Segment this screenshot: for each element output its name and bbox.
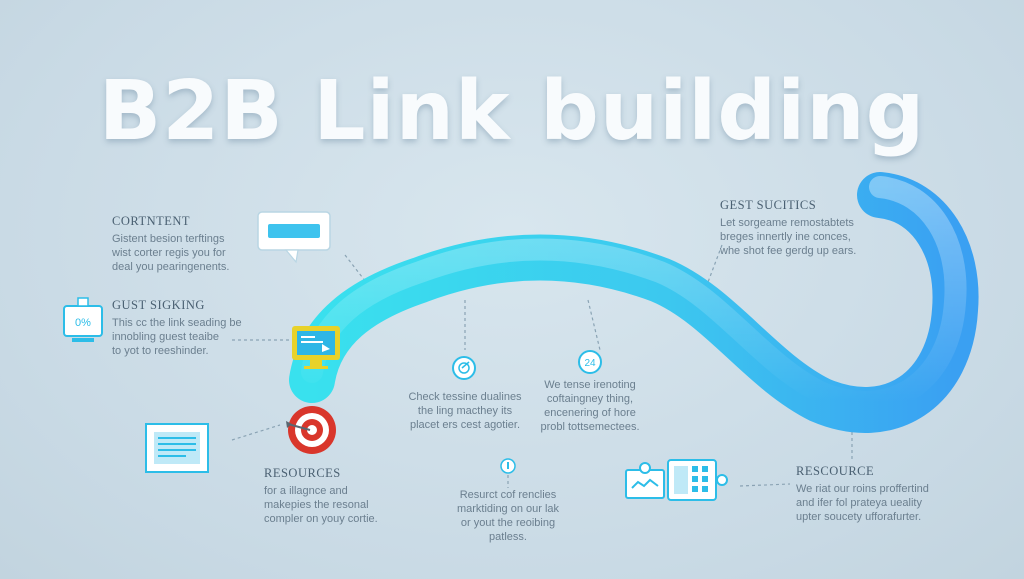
connector-success — [704, 244, 723, 291]
desktop-monitor-icon — [292, 326, 340, 369]
guest-signing-line: innobling guest teaibe — [112, 331, 220, 343]
puzzle-icon — [625, 462, 665, 499]
content-line: deal you pearingenents. — [112, 261, 230, 273]
content-line: Gistent besion terftings — [112, 233, 225, 245]
resurct-line: or yout the reoibing — [460, 517, 556, 529]
resources-left-line: compler on youy cortie. — [264, 513, 378, 525]
resource-right-heading: RESCOURCE — [796, 464, 875, 478]
connector-resource-right — [739, 483, 791, 487]
monitor-percent-icon: 0% — [63, 297, 103, 342]
guest-success-line: Let sorgeame remostabtets — [720, 217, 854, 229]
chat-bubble-icon — [257, 211, 331, 264]
resource-right-block: RESCOURCE We riat our roins proffertind … — [796, 464, 929, 524]
journey-path — [289, 172, 979, 433]
we-tense-line: probl tottsemectees. — [540, 421, 640, 433]
resource-right-line: upter soucety ufforafurter. — [796, 511, 922, 523]
connector-we-tense — [587, 299, 601, 351]
resources-left-line: for a illagnce and — [264, 485, 348, 497]
percent-label: 0% — [75, 317, 91, 329]
guest-success-line: breges innertly ine conces, — [720, 231, 851, 243]
we-tense-block: We tense irenoting coftaingney thing, en… — [532, 378, 648, 434]
check-line: placet ers cest agotier. — [409, 419, 521, 431]
guest-signing-line: This cc the link seading be — [112, 317, 242, 329]
content-line: wist corter regis you for — [112, 247, 226, 259]
check-line: the ling macthey its — [417, 405, 513, 417]
guest-success-heading: GEST SUCITICS — [720, 198, 817, 212]
guest-signing-heading: GUST SIGKING — [112, 298, 205, 312]
connector-resources — [231, 424, 281, 441]
content-heading: CORTNTENT — [112, 214, 191, 228]
guest-success-line: whe shot fee gerdg up ears. — [720, 245, 857, 257]
resurct-line: patless. — [489, 531, 527, 543]
check-line: Check tessine dualines — [408, 391, 522, 403]
guest-success-block: GEST SUCITICS Let sorgeame remostabtets … — [720, 198, 856, 258]
resource-right-line: and ifer fol prateya ueality — [796, 497, 922, 509]
guest-signing-line: to yot to reeshinder. — [112, 345, 209, 357]
number-badge-icon: 24 — [578, 350, 602, 374]
we-tense-line: We tense irenoting — [544, 379, 636, 391]
we-tense-line: encenering of hore — [544, 407, 636, 419]
resource-right-line: We riat our roins proffertind — [796, 483, 929, 495]
target-icon — [286, 406, 336, 454]
guest-signing-block: GUST SIGKING This cc the link seading be… — [112, 298, 242, 358]
page-title: B2B Link building — [98, 64, 926, 159]
resurct-block: Resurct cof renclies marktiding on our l… — [438, 488, 578, 544]
info-badge-icon — [500, 458, 516, 474]
content-block: CORTNTENT Gistent besion terftings wist … — [112, 214, 229, 274]
resurct-line: Resurct cof renclies — [459, 489, 557, 501]
resources-left-line: makepies the resonal — [264, 499, 369, 511]
resurct-line: marktiding on our lak — [456, 503, 560, 515]
check-block: Check tessine dualines the ling macthey … — [398, 390, 532, 432]
resources-left-heading: RESOURCES — [264, 466, 341, 480]
badge-label: 24 — [584, 358, 596, 369]
we-tense-line: coftaingney thing, — [546, 393, 634, 405]
resources-left-block: RESOURCES for a illagnce and makepies th… — [264, 466, 378, 526]
checklist-badge-icon — [452, 356, 476, 380]
calculator-icon — [667, 459, 728, 501]
document-icon — [145, 423, 209, 473]
